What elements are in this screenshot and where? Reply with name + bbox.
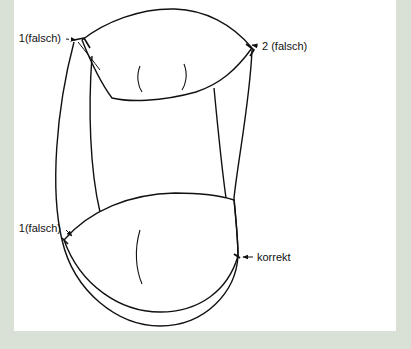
leader-line xyxy=(243,257,253,258)
callout-label: korrekt xyxy=(257,251,291,263)
leader-line xyxy=(66,230,72,236)
leader-lines xyxy=(66,39,258,257)
tooth-outline xyxy=(56,9,254,326)
callout-label: 2 (falsch) xyxy=(262,40,307,52)
callout-label: 1(falsch) xyxy=(19,32,61,44)
paper xyxy=(14,0,396,331)
leader-line xyxy=(252,45,258,46)
callout-label: 1(falsch) xyxy=(19,222,61,234)
leader-line xyxy=(66,39,76,40)
